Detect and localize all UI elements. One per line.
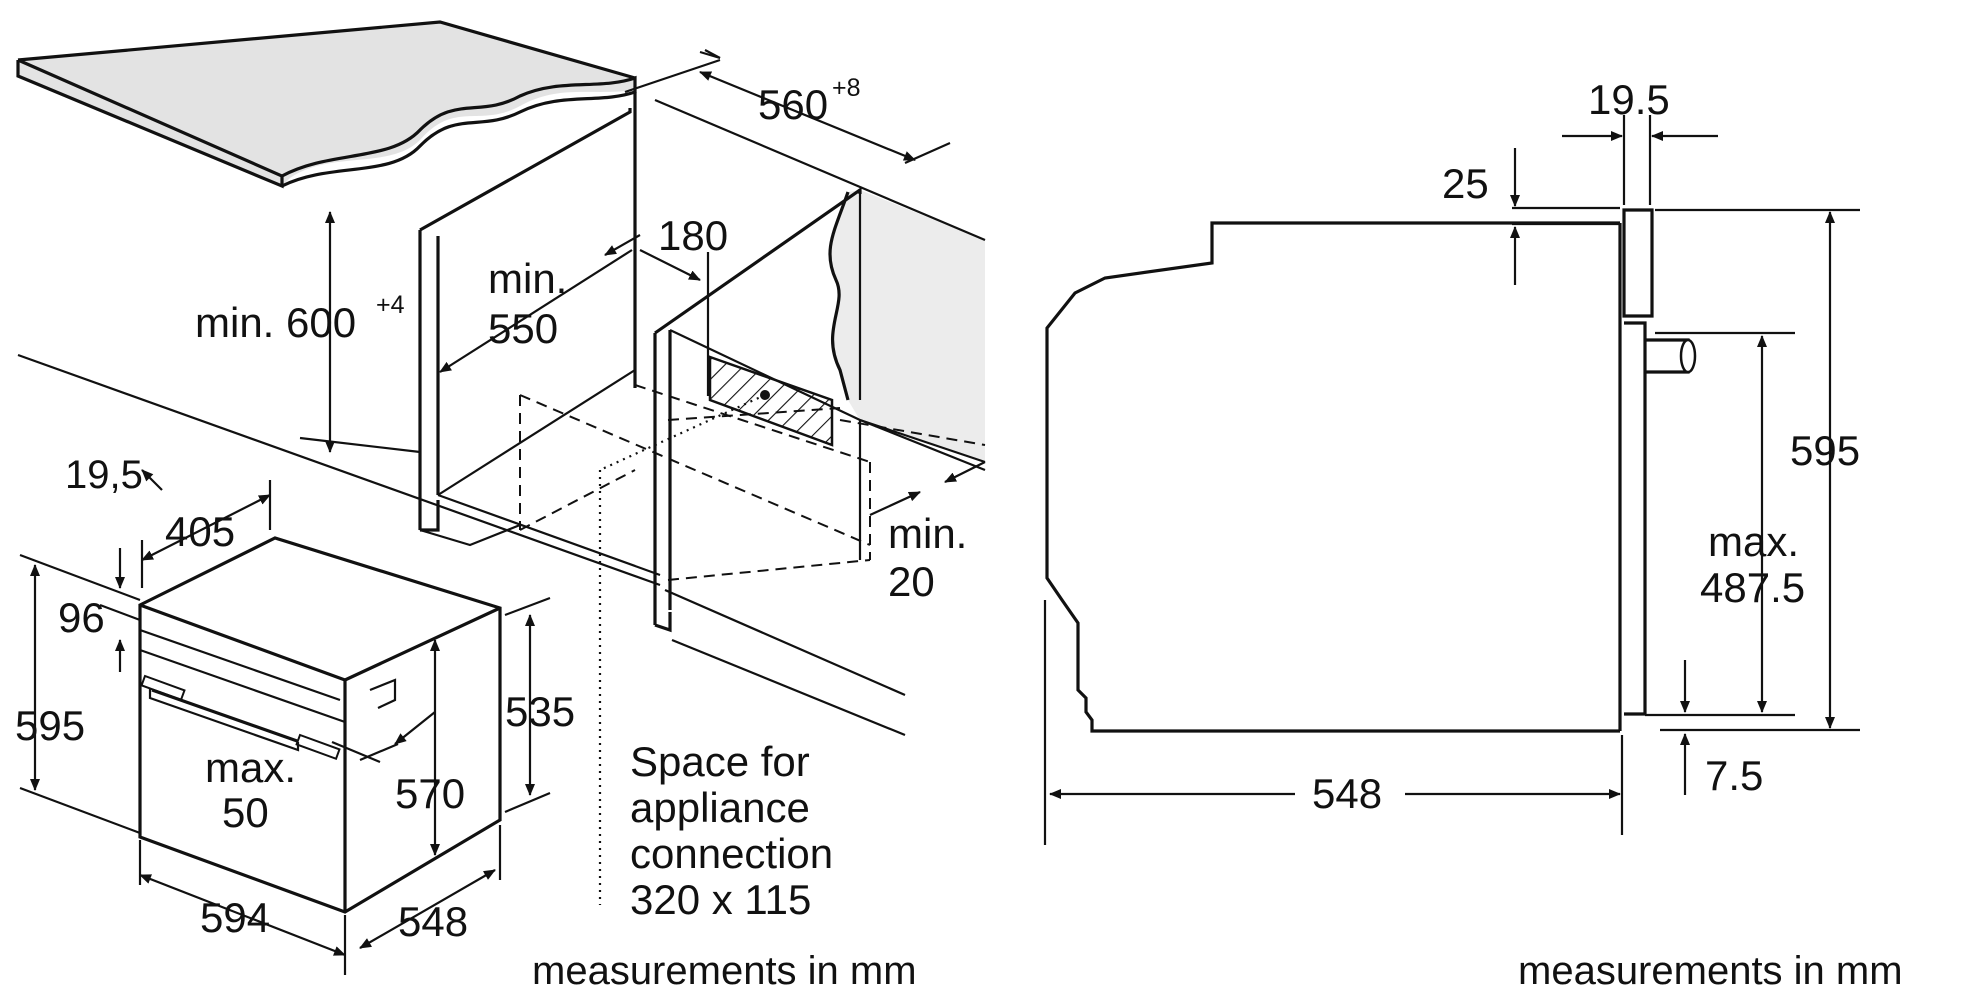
dim-min-600-tolerance: +4 — [376, 291, 405, 319]
dim-min-550-line1: min. — [488, 255, 567, 302]
dim-max-line1: max. — [1708, 518, 1799, 565]
connection-note-line1: Space for — [630, 738, 810, 785]
wall-right — [860, 190, 985, 462]
installation-volume — [519, 384, 986, 581]
dim-min-600: min. 600 — [195, 299, 356, 346]
dim-min-20-line1: min. — [888, 510, 967, 557]
dim-405: 405 — [165, 508, 235, 555]
dim-25: 25 — [1442, 160, 1489, 207]
dim-594: 594 — [200, 894, 270, 941]
dim-548-right: 548 — [1312, 770, 1382, 817]
oven-side-profile — [1045, 208, 1697, 733]
oven-body — [138, 536, 502, 914]
dim-595-left: 595 — [15, 702, 85, 749]
dim-max-50-line1: max. — [205, 744, 296, 791]
footer-note-right: measurements in mm — [1518, 949, 1903, 993]
dim-96: 96 — [58, 594, 105, 641]
dim-19-5: 19,5 — [65, 453, 143, 497]
right-diagram: 19.5 25 595 max. 487.5 7.5 548 measureme… — [1043, 76, 1903, 993]
dim-560-tolerance: +8 — [832, 74, 861, 102]
dim-180: 180 — [658, 212, 728, 259]
dim-535: 535 — [505, 688, 575, 735]
dim-min-550-line2: 550 — [488, 305, 558, 352]
dim-570: 570 — [395, 770, 465, 817]
countertop — [16, 20, 637, 189]
dim-595-right: 595 — [1790, 427, 1860, 474]
right-dimension-lines — [1043, 115, 1860, 845]
connection-note-line2: appliance — [630, 784, 810, 831]
dim-max-line2: 487.5 — [1700, 564, 1805, 611]
connection-note-line4: 320 x 115 — [630, 876, 811, 923]
dim-560: 560 — [758, 81, 828, 128]
dim-max-50-line2: 50 — [222, 789, 269, 836]
footer-note-left: measurements in mm — [532, 949, 917, 993]
left-dimension-lines — [19, 49, 986, 975]
dim-548-left: 548 — [398, 898, 468, 945]
left-diagram: 560 +8 min. 600 +4 min. 550 180 min. 20 … — [15, 20, 986, 993]
dim-7-5: 7.5 — [1705, 752, 1763, 799]
dim-19-5-right: 19.5 — [1588, 76, 1670, 123]
connection-note-line3: connection — [630, 830, 833, 877]
dim-min-20-line2: 20 — [888, 558, 935, 605]
connection-area — [598, 355, 834, 905]
